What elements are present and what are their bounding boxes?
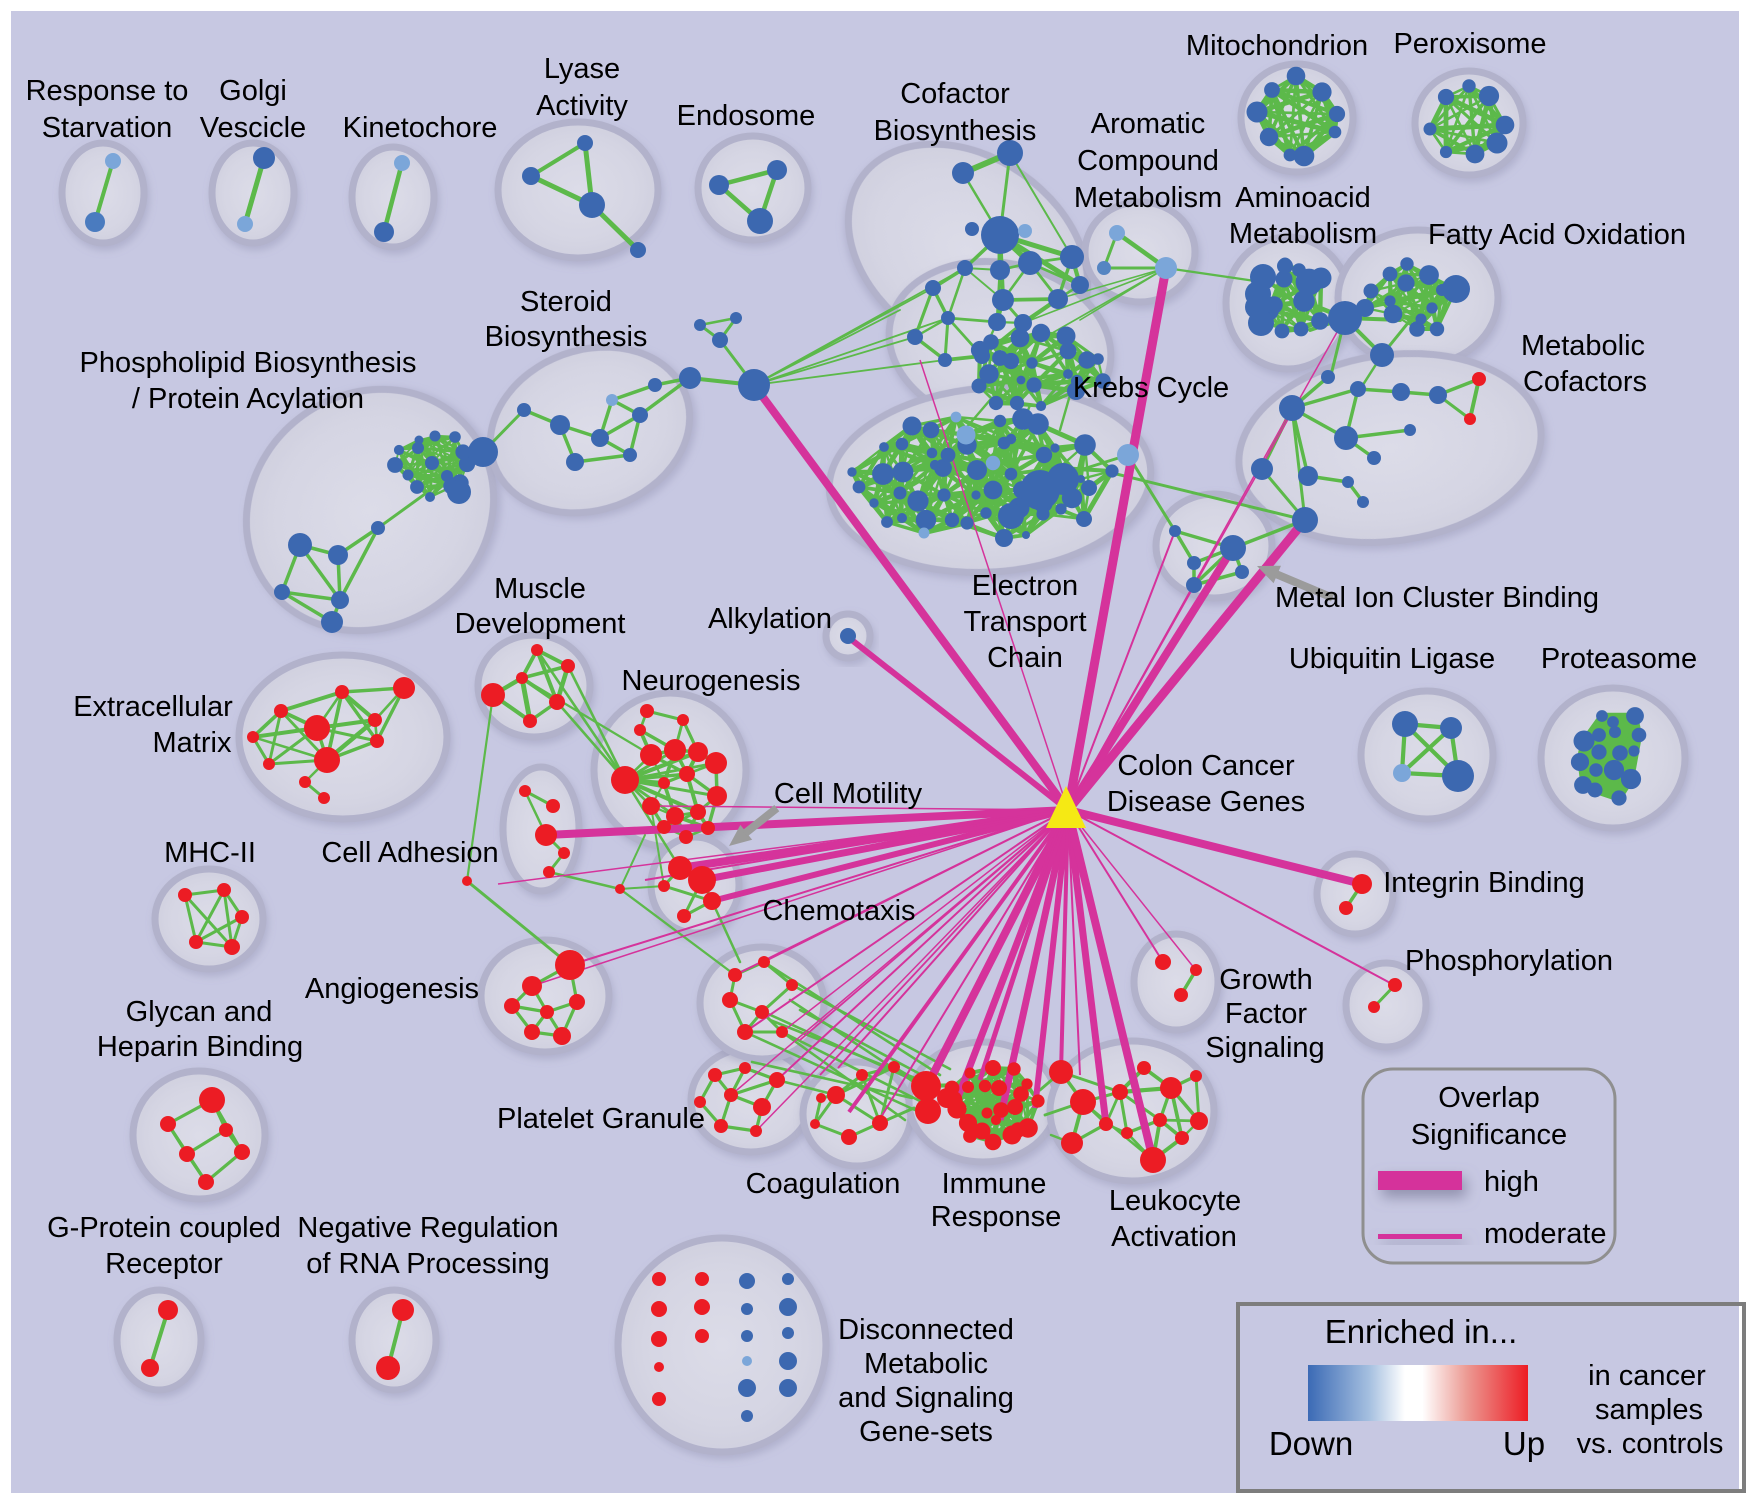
svg-text:Peroxisome: Peroxisome bbox=[1393, 28, 1546, 60]
svg-text:Aromatic: Aromatic bbox=[1091, 108, 1205, 140]
svg-text:Extracellular: Extracellular bbox=[73, 691, 233, 723]
svg-text:Disease Genes: Disease Genes bbox=[1107, 786, 1305, 818]
svg-text:Cell Motility: Cell Motility bbox=[774, 778, 923, 810]
svg-text:Chain: Chain bbox=[987, 642, 1063, 674]
svg-text:Metal Ion Cluster Binding: Metal Ion Cluster Binding bbox=[1275, 582, 1599, 614]
svg-text:Aminoacid: Aminoacid bbox=[1235, 182, 1370, 214]
svg-text:Heparin Binding: Heparin Binding bbox=[97, 1031, 303, 1063]
svg-text:of RNA Processing: of RNA Processing bbox=[306, 1248, 549, 1280]
svg-text:Response: Response bbox=[931, 1201, 1062, 1233]
svg-text:/ Protein Acylation: / Protein Acylation bbox=[132, 383, 364, 415]
svg-text:Coagulation: Coagulation bbox=[746, 1168, 901, 1200]
svg-text:Neurogenesis: Neurogenesis bbox=[622, 665, 801, 697]
svg-text:moderate: moderate bbox=[1484, 1218, 1607, 1250]
svg-text:Angiogenesis: Angiogenesis bbox=[305, 973, 479, 1005]
svg-text:MHC-II: MHC-II bbox=[164, 837, 256, 869]
svg-text:Disconnected: Disconnected bbox=[838, 1314, 1014, 1346]
svg-text:Cofactors: Cofactors bbox=[1523, 366, 1647, 398]
svg-text:Platelet Granule: Platelet Granule bbox=[497, 1103, 705, 1135]
svg-text:Biosynthesis: Biosynthesis bbox=[874, 115, 1037, 147]
svg-text:Metabolism: Metabolism bbox=[1229, 218, 1377, 250]
svg-text:Electron: Electron bbox=[972, 570, 1078, 602]
svg-text:Factor: Factor bbox=[1225, 998, 1308, 1030]
svg-text:vs. controls: vs. controls bbox=[1577, 1428, 1724, 1460]
svg-text:Response to: Response to bbox=[26, 75, 189, 107]
svg-text:Transport: Transport bbox=[963, 606, 1086, 638]
svg-text:Endosome: Endosome bbox=[677, 100, 816, 132]
svg-text:Lyase: Lyase bbox=[544, 53, 620, 85]
svg-text:Overlap: Overlap bbox=[1438, 1082, 1540, 1114]
svg-text:Mitochondrion: Mitochondrion bbox=[1186, 30, 1368, 62]
svg-text:Signaling: Signaling bbox=[1205, 1032, 1324, 1064]
svg-text:Phospholipid Biosynthesis: Phospholipid Biosynthesis bbox=[80, 347, 417, 379]
svg-text:Muscle: Muscle bbox=[494, 573, 586, 605]
svg-text:high: high bbox=[1484, 1166, 1539, 1198]
svg-text:Phosphorylation: Phosphorylation bbox=[1405, 945, 1613, 977]
svg-text:Chemotaxis: Chemotaxis bbox=[762, 895, 915, 927]
svg-text:Cell Adhesion: Cell Adhesion bbox=[321, 837, 498, 869]
svg-text:Activation: Activation bbox=[1111, 1221, 1237, 1253]
svg-text:Kinetochore: Kinetochore bbox=[343, 112, 498, 144]
svg-text:Compound: Compound bbox=[1077, 145, 1219, 177]
svg-text:Development: Development bbox=[455, 608, 626, 640]
svg-text:Krebs Cycle: Krebs Cycle bbox=[1073, 372, 1229, 404]
svg-text:Enriched in...: Enriched in... bbox=[1325, 1313, 1518, 1350]
svg-text:Gene-sets: Gene-sets bbox=[859, 1416, 993, 1448]
svg-text:Alkylation: Alkylation bbox=[708, 603, 832, 635]
svg-text:Biosynthesis: Biosynthesis bbox=[485, 321, 648, 353]
svg-text:Proteasome: Proteasome bbox=[1541, 643, 1697, 675]
svg-text:Integrin Binding: Integrin Binding bbox=[1383, 867, 1585, 899]
svg-text:Cofactor: Cofactor bbox=[900, 78, 1010, 110]
svg-text:Ubiquitin Ligase: Ubiquitin Ligase bbox=[1289, 643, 1495, 675]
svg-text:Starvation: Starvation bbox=[42, 112, 173, 144]
svg-text:Golgi: Golgi bbox=[219, 75, 287, 107]
svg-text:Leukocyte: Leukocyte bbox=[1109, 1185, 1241, 1217]
svg-text:Receptor: Receptor bbox=[105, 1248, 223, 1280]
svg-text:G-Protein coupled: G-Protein coupled bbox=[47, 1212, 281, 1244]
svg-text:Significance: Significance bbox=[1411, 1119, 1567, 1151]
svg-text:Negative Regulation: Negative Regulation bbox=[297, 1212, 558, 1244]
svg-text:Vescicle: Vescicle bbox=[200, 112, 306, 144]
svg-text:Down: Down bbox=[1269, 1425, 1353, 1462]
svg-text:Metabolic: Metabolic bbox=[864, 1348, 988, 1380]
svg-text:Up: Up bbox=[1503, 1425, 1545, 1462]
svg-text:Matrix: Matrix bbox=[153, 727, 232, 759]
svg-text:Fatty Acid Oxidation: Fatty Acid Oxidation bbox=[1428, 219, 1686, 251]
svg-text:Colon Cancer: Colon Cancer bbox=[1117, 750, 1295, 782]
svg-text:Metabolic: Metabolic bbox=[1521, 330, 1645, 362]
svg-text:Immune: Immune bbox=[942, 1168, 1047, 1200]
svg-text:Activity: Activity bbox=[536, 90, 628, 122]
svg-text:Growth: Growth bbox=[1219, 964, 1312, 996]
svg-text:and Signaling: and Signaling bbox=[838, 1382, 1014, 1414]
svg-text:in cancer: in cancer bbox=[1588, 1360, 1706, 1392]
svg-text:Steroid: Steroid bbox=[520, 286, 612, 318]
svg-text:Glycan and: Glycan and bbox=[126, 996, 273, 1028]
svg-text:samples: samples bbox=[1595, 1394, 1703, 1426]
svg-text:Metabolism: Metabolism bbox=[1074, 182, 1222, 214]
